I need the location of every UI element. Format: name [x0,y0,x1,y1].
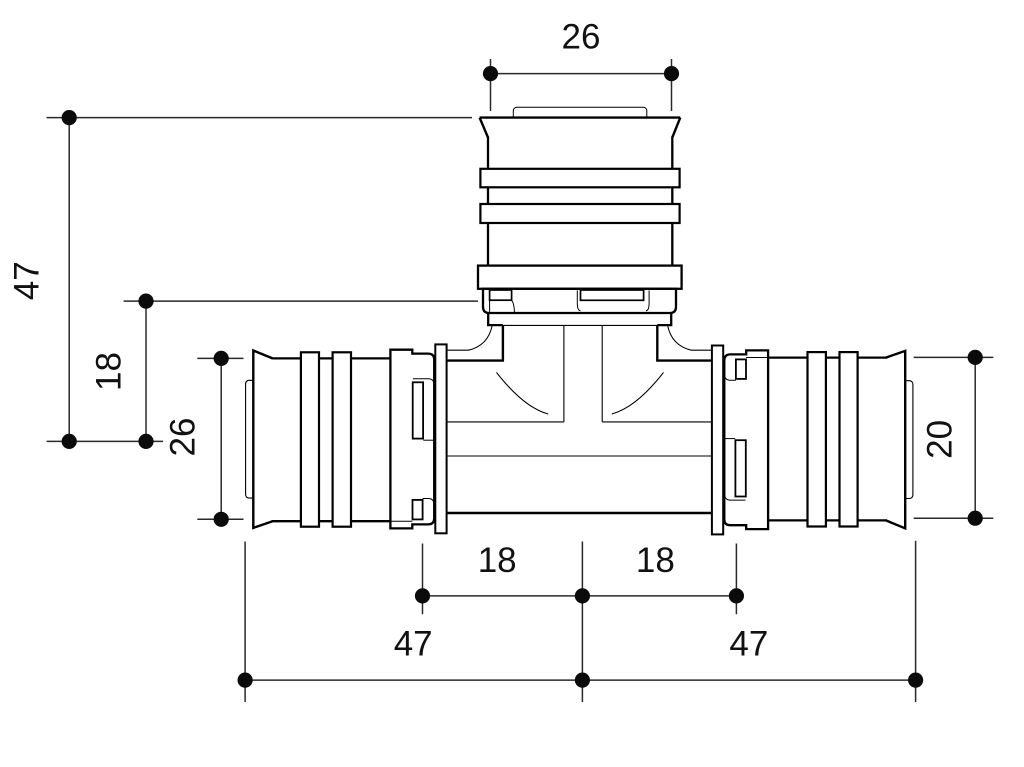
svg-text:47: 47 [8,261,47,300]
svg-text:47: 47 [729,625,768,664]
svg-text:26: 26 [562,18,601,57]
svg-text:26: 26 [163,418,202,457]
svg-text:47: 47 [394,625,433,664]
svg-text:18: 18 [89,352,128,391]
svg-text:20: 20 [921,420,960,459]
svg-text:18: 18 [478,541,517,580]
svg-text:18: 18 [636,541,675,580]
